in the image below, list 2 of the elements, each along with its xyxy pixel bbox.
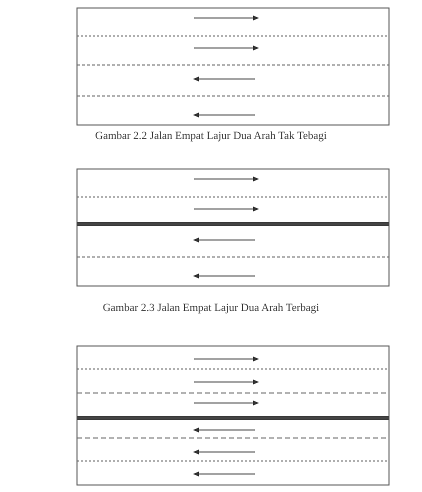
figure-caption: Gambar 2.2 Jalan Empat Lajur Dua Arah Tak Tebagi	[95, 130, 327, 142]
figure-caption: Gambar 2.3 Jalan Empat Lajur Dua Arah Terbagi	[102, 302, 320, 314]
